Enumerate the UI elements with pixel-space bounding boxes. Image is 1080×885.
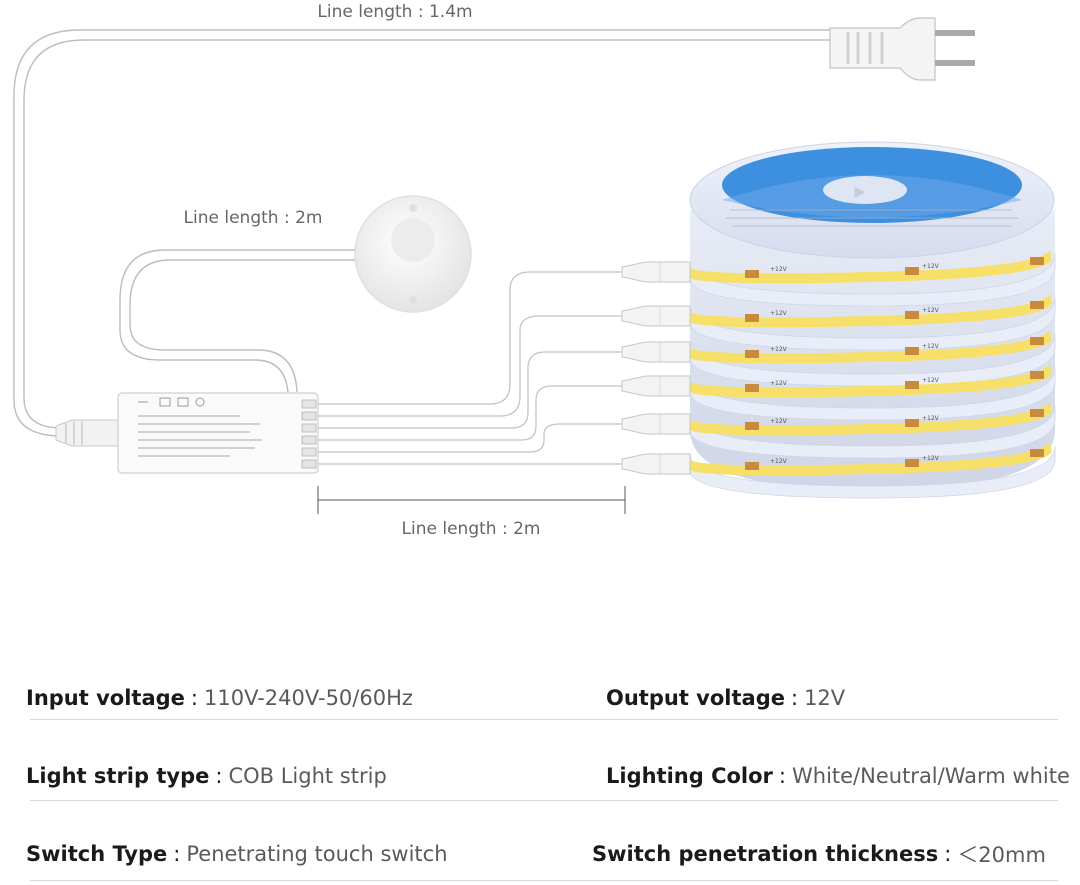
solder-pad <box>905 381 919 389</box>
spec-divider <box>30 880 1058 881</box>
strip-voltage-mark: +12V <box>922 343 940 350</box>
product-diagram: Line length : 1.4m Line length : 2m <box>13 2 1056 539</box>
cob-led-strip-reel: ▶ +12V+12V+12V+12V+12V+12V+12V+12V+12V+1… <box>621 141 1056 499</box>
spec-value: 12V <box>804 686 846 710</box>
led-strip-layer: +12V +12V <box>621 250 1056 307</box>
spec-input-voltage: Input voltage:110V-240V-50/60Hz <box>26 686 413 710</box>
spec-row-1: Input voltage:110V-240V-50/60Hz Output v… <box>0 668 1080 728</box>
spec-key: Output voltage <box>606 686 785 710</box>
solder-pad <box>905 267 919 275</box>
spec-key: Lighting Color <box>606 764 773 788</box>
strip-voltage-mark: +12V <box>922 307 940 314</box>
strip-voltage-mark: +12V <box>922 455 940 462</box>
spec-row-2: Light strip type:COB Light strip Lightin… <box>0 746 1080 806</box>
spec-value: Penetrating touch switch <box>186 842 448 866</box>
svg-text:▶: ▶ <box>855 184 866 200</box>
strip-voltage-mark: +12V <box>770 346 788 353</box>
strip-voltage-mark: +12V <box>770 266 788 273</box>
spec-switch-type: Switch Type:Penetrating touch switch <box>26 842 448 866</box>
strip-voltage-mark: +12V <box>770 458 788 465</box>
spec-key: Light strip type <box>26 764 210 788</box>
strip-connector <box>621 453 691 475</box>
spec-lighting-color: Lighting Color:White/Neutral/Warm white <box>606 764 1070 788</box>
solder-pad <box>745 384 759 392</box>
led-strip-layer: +12V +12V <box>621 330 1056 387</box>
solder-pad <box>1030 337 1044 345</box>
solder-pad <box>745 422 759 430</box>
solder-pad <box>745 314 759 322</box>
strip-voltage-mark: +12V <box>922 377 940 384</box>
solder-pad <box>1030 257 1044 265</box>
spec-switch-thickness: Switch penetration thickness:＜20mm <box>592 824 1046 884</box>
strip-cable-length-label: Line length : 2m <box>402 519 541 539</box>
spec-key: Switch penetration thickness <box>592 842 939 866</box>
spec-light-strip-type: Light strip type:COB Light strip <box>26 764 387 788</box>
led-strip-layer: +12V +12V <box>621 442 1056 499</box>
strip-cable-dimension <box>317 486 626 514</box>
solder-pad <box>905 311 919 319</box>
solder-pad <box>745 462 759 470</box>
led-strip-layer: +12V +12V <box>621 364 1056 421</box>
strip-connector <box>621 305 691 327</box>
solder-pad <box>745 270 759 278</box>
strip-voltage-mark: +12V <box>770 380 788 387</box>
spec-key: Input voltage <box>26 686 185 710</box>
spec-key: Switch Type <box>26 842 168 866</box>
spec-value: 110V-240V-50/60Hz <box>203 686 413 710</box>
spec-divider <box>30 800 1058 801</box>
plug-cable <box>13 29 840 437</box>
strip-connector <box>621 375 691 397</box>
strip-connector <box>621 341 691 363</box>
solder-pad <box>1030 301 1044 309</box>
solder-pad <box>905 419 919 427</box>
solder-pad <box>1030 409 1044 417</box>
switch-cable <box>119 249 355 393</box>
plug-cable-length-label: Line length : 1.4m <box>317 2 472 22</box>
strip-voltage-mark: +12V <box>922 263 940 270</box>
led-strip-layer: +12V +12V <box>621 294 1056 351</box>
spec-value: COB Light strip <box>228 764 387 788</box>
strip-connector <box>621 413 691 435</box>
switch-cable-length-label: Line length : 2m <box>184 208 323 228</box>
strip-cables <box>318 271 630 465</box>
power-plug-icon <box>829 17 975 81</box>
solder-pad <box>745 350 759 358</box>
strip-voltage-mark: +12V <box>770 418 788 425</box>
strip-voltage-mark: +12V <box>770 310 788 317</box>
solder-pad <box>905 347 919 355</box>
spec-row-3: Switch Type:Penetrating touch switch Swi… <box>0 824 1080 884</box>
controller-box <box>55 392 319 474</box>
solder-pad <box>905 459 919 467</box>
strip-connector <box>621 261 691 283</box>
led-strip-layer: +12V +12V <box>621 402 1056 459</box>
spec-output-voltage: Output voltage:12V <box>606 686 846 710</box>
spec-value: White/Neutral/Warm white <box>792 764 1070 788</box>
spec-divider <box>30 719 1058 720</box>
solder-pad <box>1030 371 1044 379</box>
solder-pad <box>1030 449 1044 457</box>
touch-switch-pad <box>354 195 472 313</box>
strip-voltage-mark: +12V <box>922 415 940 422</box>
spec-value: ＜20mm <box>957 843 1046 867</box>
